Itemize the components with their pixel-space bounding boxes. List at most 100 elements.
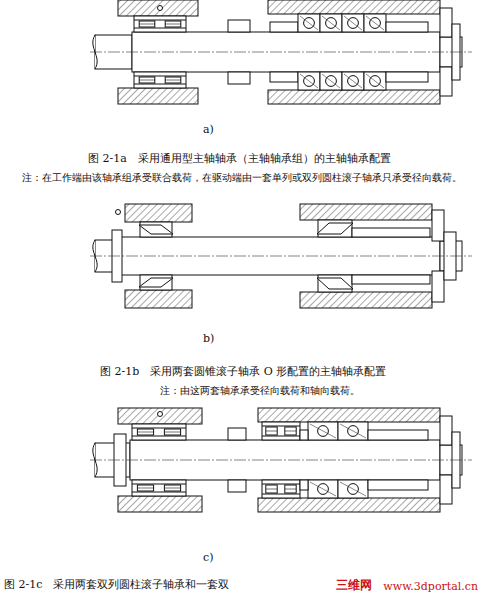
angular-contact-ball-bearing — [338, 480, 368, 498]
roller-axis — [137, 488, 153, 489]
cylindrical-roller-bearing — [134, 72, 186, 88]
figure-c — [90, 408, 472, 512]
roller — [139, 77, 155, 83]
bearing-ring — [134, 20, 186, 21]
spacer-sleeve — [228, 72, 250, 84]
housing-section — [268, 90, 440, 104]
figure-caption: 图 2-1b 采用两套圆锥滚子轴承 O 形配置的主轴轴承配置 — [100, 365, 386, 378]
figure-note: 注：由这两套轴承承受径向载荷和轴向载荷。 — [160, 385, 360, 397]
center-line — [90, 460, 472, 461]
angular-contact-ball-bearing — [342, 72, 364, 90]
spacer-sleeve — [368, 430, 428, 440]
figure-note: 注：在工作端由该轴承组承受联合载荷，在驱动端由一套单列或双列圆柱滚子轴承只承受径… — [22, 172, 462, 184]
housing-section — [118, 88, 198, 104]
end-cover — [440, 67, 452, 96]
tapered-roller — [317, 278, 353, 289]
end-cover — [432, 271, 444, 302]
bearing-ring — [262, 436, 300, 437]
cylindrical-roller-bearing — [134, 16, 186, 32]
roller — [139, 21, 155, 27]
housing-section — [118, 0, 198, 16]
housing-section — [300, 204, 432, 220]
roller-axis — [165, 80, 181, 81]
bearing-ring — [132, 492, 186, 493]
bearing-ring — [262, 426, 300, 427]
roller-axis — [139, 24, 155, 25]
housing-section — [300, 292, 432, 308]
figure-letter: b) — [203, 332, 214, 345]
roller — [164, 485, 180, 491]
bearing-ring — [134, 76, 186, 77]
spacer-sleeve — [300, 430, 308, 440]
angular-contact-ball-bearing — [342, 14, 364, 32]
roller — [165, 21, 181, 27]
contact-line — [310, 424, 336, 438]
bearing-ring — [134, 84, 186, 85]
housing-section — [268, 0, 440, 14]
roller-axis — [266, 489, 277, 490]
spacer-sleeve — [228, 20, 250, 32]
angular-contact-ball-bearing — [298, 72, 320, 90]
roller-axis — [165, 24, 181, 25]
end-cover — [440, 416, 452, 445]
contact-line — [310, 482, 336, 496]
roller-axis — [285, 431, 296, 432]
housing-section — [125, 290, 192, 308]
bearing-ring — [262, 484, 300, 485]
bearing-ring — [262, 494, 300, 495]
roller — [137, 485, 153, 491]
roller-axis — [137, 432, 153, 433]
lubrication-hole — [116, 210, 121, 215]
angular-contact-ball-bearing — [320, 14, 342, 32]
spacer-sleeve — [270, 22, 298, 32]
spacer-sleeve — [228, 480, 246, 492]
tapered-roller-bearing — [318, 220, 352, 237]
bearing-ring — [132, 436, 186, 437]
lubrication-hole — [158, 6, 163, 11]
end-cover — [432, 210, 444, 241]
cylindrical-roller-bearing — [262, 480, 300, 498]
housing-section — [258, 498, 440, 512]
spacer-sleeve — [228, 428, 246, 440]
housing-section — [258, 408, 440, 422]
spacer-sleeve — [386, 72, 428, 82]
cylindrical-roller-bearing — [132, 480, 186, 496]
tapered-roller-bearing — [140, 222, 172, 237]
contact-line — [340, 424, 366, 438]
cylindrical-roller-bearing — [262, 422, 300, 440]
center-line — [90, 52, 472, 53]
bearing-ring — [132, 428, 186, 429]
roller-axis — [164, 432, 180, 433]
bearing-ring — [134, 28, 186, 29]
roller — [137, 429, 153, 435]
roller — [164, 429, 180, 435]
figure-b — [90, 204, 472, 308]
roller — [285, 485, 296, 493]
housing-section — [118, 496, 202, 512]
spacer-sleeve — [270, 72, 298, 82]
contact-line — [322, 74, 340, 88]
end-cover — [440, 8, 452, 37]
spacer-sleeve — [352, 275, 430, 284]
roller — [266, 427, 277, 435]
angular-contact-ball-bearing — [308, 480, 338, 498]
contact-line — [366, 74, 384, 88]
figure-a — [90, 0, 472, 104]
tapered-roller-bearing — [140, 275, 172, 290]
figure-caption: 图 2-1a 采用通用型主轴轴承（主轴轴承组）的主轴轴承配置 — [88, 152, 391, 165]
contact-line — [344, 74, 362, 88]
lubrication-hole — [158, 412, 163, 417]
housing-section — [118, 408, 202, 424]
contact-line — [344, 16, 362, 30]
roller-axis — [139, 80, 155, 81]
housing-section — [125, 204, 192, 222]
tapered-roller — [317, 223, 353, 234]
center-line — [90, 256, 472, 257]
contact-line — [366, 16, 384, 30]
spacer-sleeve — [352, 228, 430, 237]
roller-axis — [164, 488, 180, 489]
roller — [285, 427, 296, 435]
contact-line — [322, 16, 340, 30]
